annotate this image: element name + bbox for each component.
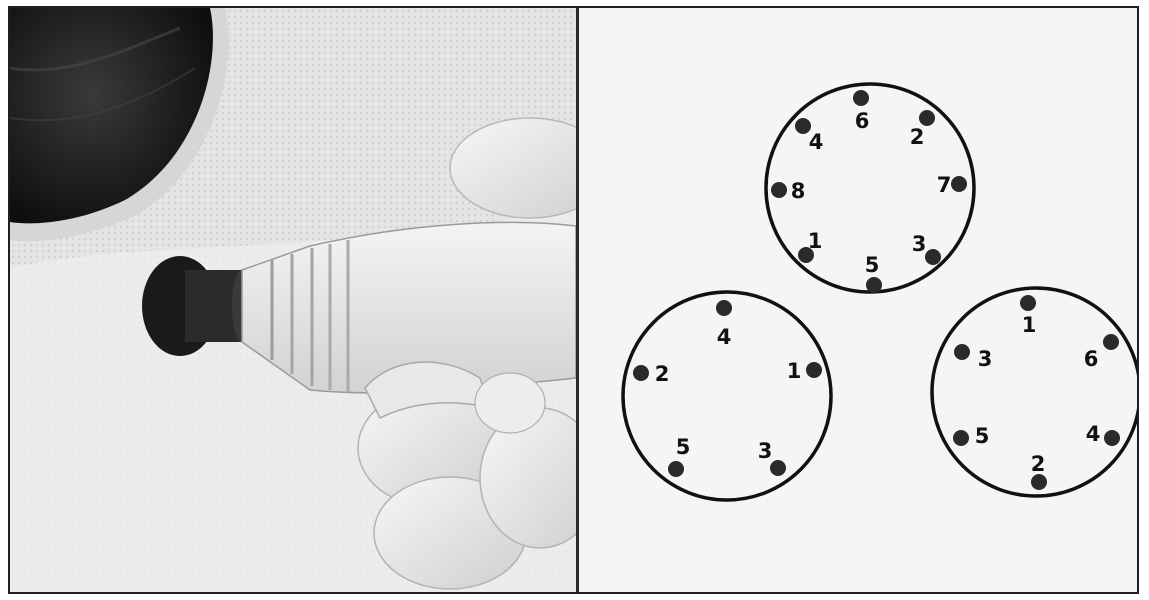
- pin: [771, 182, 787, 198]
- connector-bottom-right-diagram: 1 6 4 2 5 3: [932, 288, 1137, 496]
- connector-top-diagram: 6 2 7 3 5 1 8 4: [766, 84, 974, 293]
- pin: [953, 430, 969, 446]
- connector-photo: [10, 8, 576, 592]
- connector-outline: [623, 292, 831, 500]
- pin: [1031, 474, 1047, 490]
- pin-label: 2: [655, 362, 670, 386]
- pin: [716, 300, 732, 316]
- pin-label: 5: [975, 424, 990, 448]
- photo-illustration: [10, 8, 576, 592]
- pin: [919, 110, 935, 126]
- pin: [853, 90, 869, 106]
- pin: [806, 362, 822, 378]
- pin-label: 4: [809, 130, 824, 154]
- pin-label: 4: [717, 325, 732, 349]
- pin: [770, 460, 786, 476]
- connector-bottom-left-diagram: 4 1 3 5 2: [623, 292, 831, 500]
- pin: [668, 461, 684, 477]
- pin-label: 2: [910, 125, 925, 149]
- pin-label: 3: [978, 347, 993, 371]
- pin: [1020, 295, 1036, 311]
- pin-label: 1: [808, 229, 823, 253]
- pin-label: 8: [791, 179, 806, 203]
- pin-label: 5: [676, 435, 691, 459]
- pin: [954, 344, 970, 360]
- pin: [1103, 334, 1119, 350]
- pin-label: 3: [912, 232, 927, 256]
- pin-label: 3: [758, 439, 773, 463]
- figure-frame: 6 2 7 3 5 1 8 4 4: [8, 6, 1139, 594]
- pin: [925, 249, 941, 265]
- pin-label: 4: [1086, 422, 1101, 446]
- pin-label: 1: [787, 359, 802, 383]
- pin-diagrams-panel: 6 2 7 3 5 1 8 4 4: [579, 8, 1137, 592]
- connector-plug: [142, 256, 252, 356]
- pin-label: 7: [937, 173, 952, 197]
- pin-label: 6: [855, 109, 870, 133]
- pin-label: 1: [1022, 313, 1037, 337]
- pin-label: 5: [865, 253, 880, 277]
- pin-label: 6: [1084, 347, 1099, 371]
- pin-diagrams: 6 2 7 3 5 1 8 4 4: [579, 8, 1137, 592]
- pin: [951, 176, 967, 192]
- pin: [633, 365, 649, 381]
- pin: [866, 277, 882, 293]
- pin-label: 2: [1031, 452, 1046, 476]
- pin: [1104, 430, 1120, 446]
